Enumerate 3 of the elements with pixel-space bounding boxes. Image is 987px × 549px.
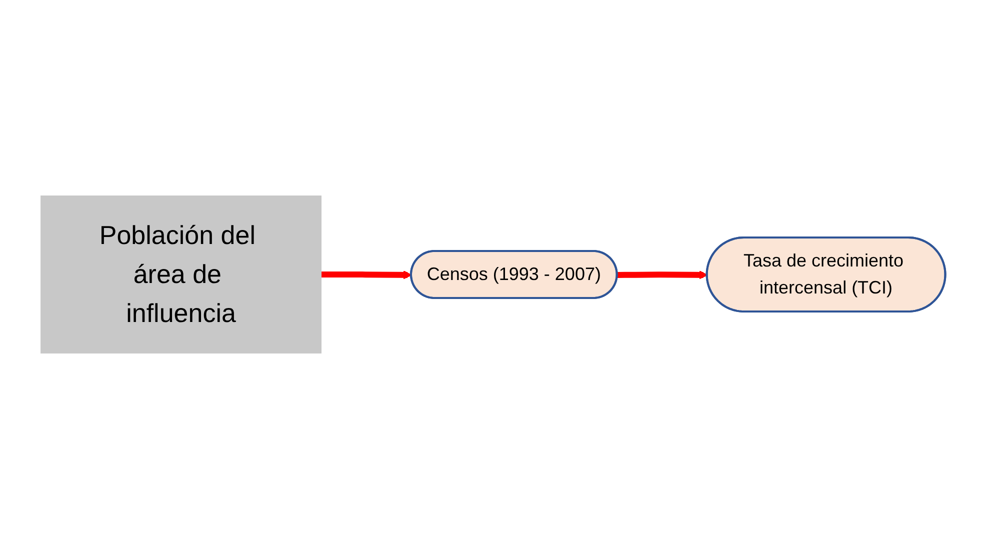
node-box: Población del área de influencia	[40, 196, 322, 354]
arrow	[618, 270, 708, 280]
arrow	[321, 270, 412, 280]
